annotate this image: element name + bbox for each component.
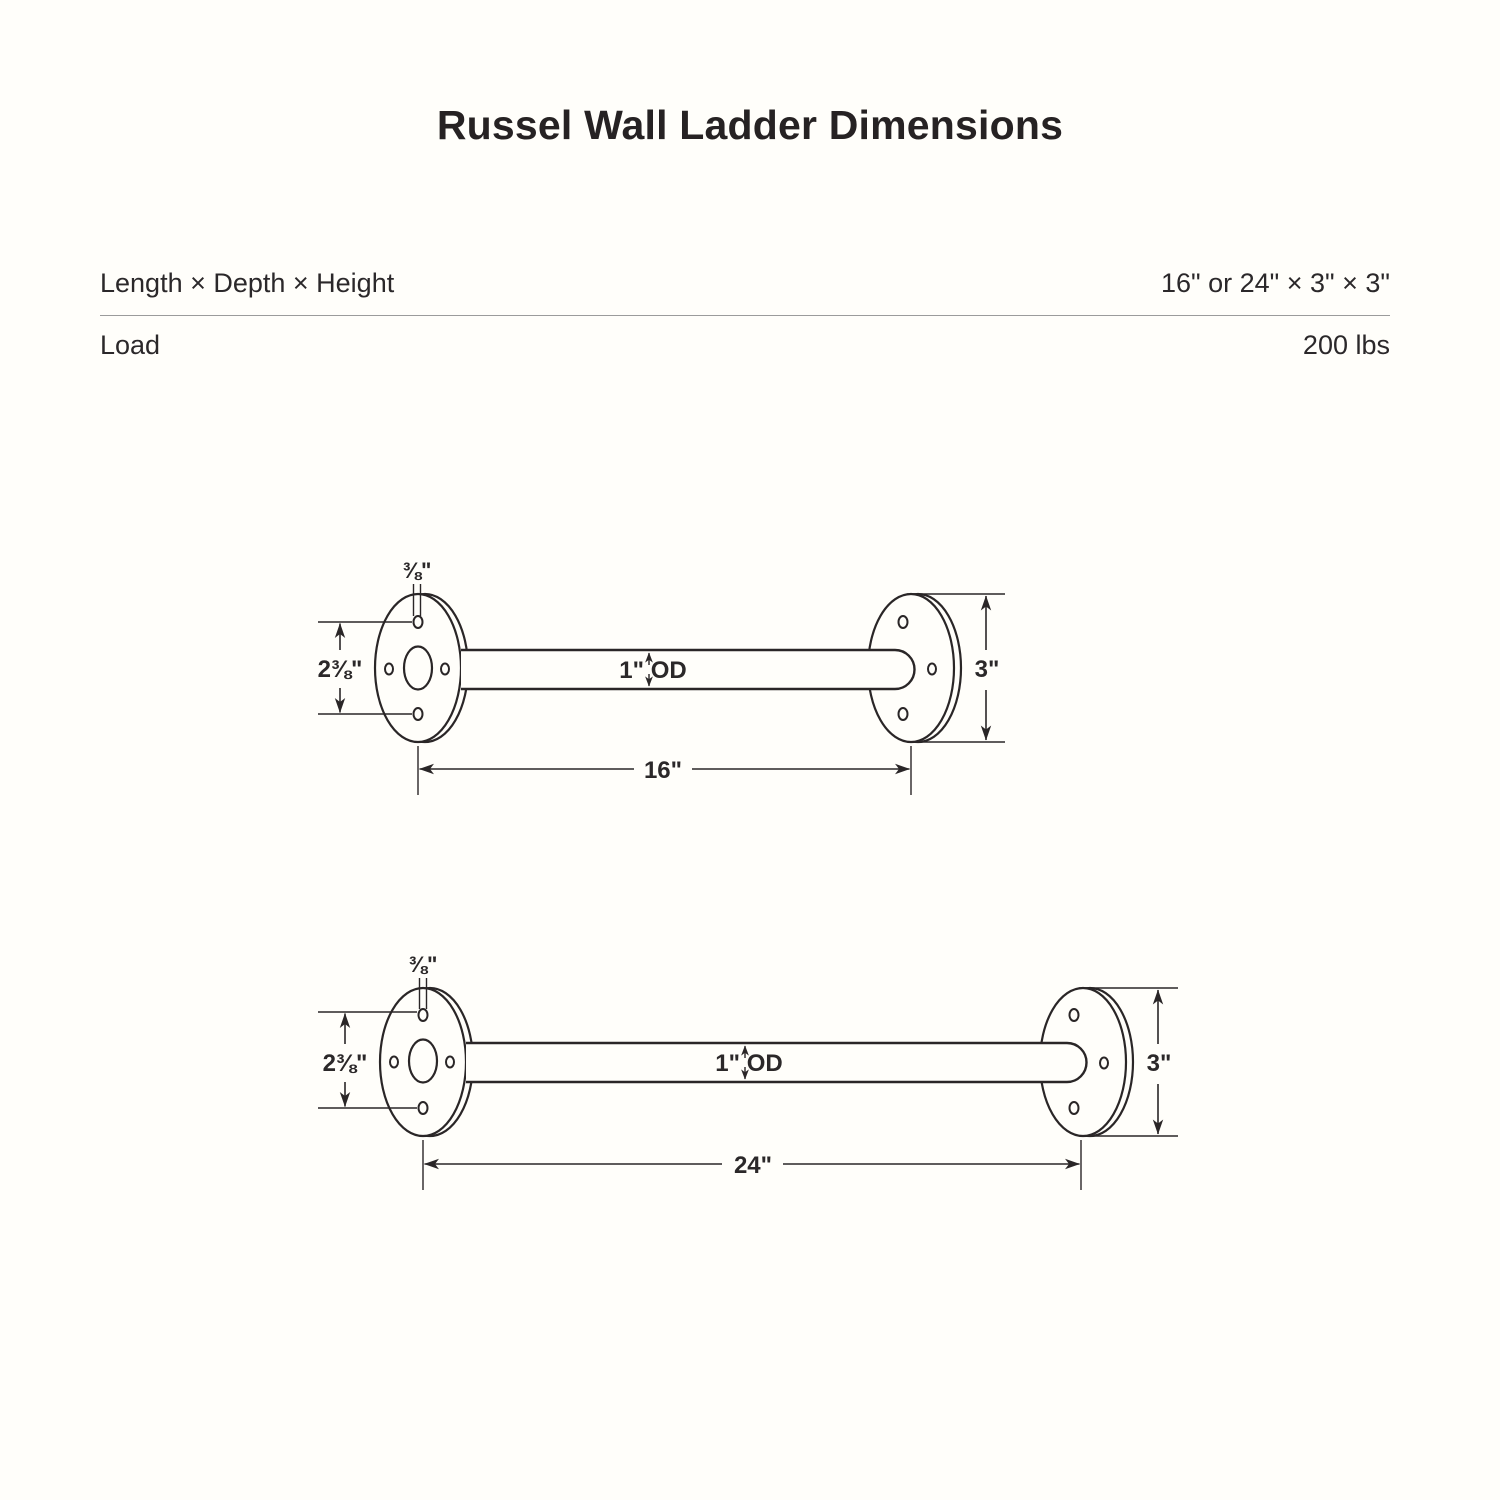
- flange-diameter-label: 3": [1147, 1050, 1172, 1077]
- spec-row-load: Load 200 lbs: [100, 316, 1390, 361]
- screw-hole-top: [1068, 1008, 1080, 1022]
- screw-hole-right: [927, 662, 937, 676]
- tube: [461, 648, 916, 691]
- flange-left: [378, 986, 475, 1138]
- flange-diameter-label: 3": [975, 656, 1000, 683]
- tube-od-callout: 1" OD: [619, 652, 687, 687]
- screw-hole-bottom: [412, 707, 424, 721]
- hole-spacing-dimension: 2⅜": [318, 1011, 417, 1109]
- extension-lines: [422, 1140, 1082, 1190]
- screw-hole-left: [389, 1055, 399, 1069]
- screw-hole-right: [1099, 1056, 1109, 1070]
- center-bore: [407, 1038, 439, 1084]
- page-title: Russel Wall Ladder Dimensions: [436, 102, 1064, 148]
- spec-label-dimensions: Length × Depth × Height: [100, 268, 395, 298]
- length-dimension: 24": [422, 1140, 1082, 1190]
- screw-hole-left: [384, 662, 394, 676]
- center-bore: [402, 645, 434, 691]
- flange-right-holes: [1068, 1008, 1109, 1115]
- hole-diameter-callout: ⅜": [409, 952, 438, 1009]
- diagram-24-inch: ⅜" 2⅜" 1" OD 3": [318, 952, 1178, 1190]
- hole-spacing-label: 2⅜": [318, 656, 363, 683]
- extension-lines: [907, 593, 1005, 743]
- extension-lines: [318, 1011, 417, 1109]
- screw-hole-bottom: [1068, 1101, 1080, 1115]
- tube-od-callout: 1" OD: [715, 1045, 783, 1080]
- extension-lines: [318, 621, 412, 715]
- screw-hole-top: [897, 615, 909, 629]
- hole-spacing-label: 2⅜": [323, 1050, 368, 1077]
- length-dimension: 16": [417, 746, 912, 795]
- spec-row-dimensions: Length × Depth × Height 16" or 24" × 3" …: [100, 268, 1390, 316]
- screw-hole-bottom: [897, 707, 909, 721]
- flange-left: [373, 592, 470, 744]
- hole-diameter-callout: ⅜": [403, 558, 432, 616]
- screw-hole-right: [440, 662, 450, 676]
- leader-lines: [412, 584, 422, 616]
- flange-diameter-dimension: 3": [907, 593, 1005, 743]
- screw-hole-top: [412, 615, 424, 629]
- hole-diameter-label: ⅜": [409, 952, 438, 977]
- spec-value-load: 200 lbs: [1302, 330, 1390, 360]
- screw-hole-bottom: [417, 1101, 429, 1115]
- tube-od-label: 1" OD: [715, 1050, 782, 1077]
- hole-diameter-label: ⅜": [403, 558, 432, 583]
- tube-od-label: 1" OD: [619, 657, 686, 684]
- diagram-16-inch: ⅜" 2⅜" 1" OD 3": [318, 558, 1005, 795]
- screw-hole-right: [445, 1055, 455, 1069]
- leader-lines: [418, 978, 428, 1009]
- hole-spacing-dimension: 2⅜": [318, 621, 412, 715]
- spec-value-dimensions: 16" or 24" × 3" × 3": [1161, 268, 1390, 298]
- spec-label-load: Load: [100, 330, 161, 360]
- length-label: 16": [644, 757, 682, 784]
- length-label: 24": [734, 1152, 772, 1179]
- spec-table: Length × Depth × Height 16" or 24" × 3" …: [100, 268, 1390, 361]
- flange-right-holes: [897, 615, 937, 721]
- tube: [466, 1041, 1088, 1084]
- flange-diameter-dimension: 3": [1079, 987, 1178, 1137]
- screw-hole-top: [417, 1008, 429, 1022]
- extension-lines: [1079, 987, 1178, 1137]
- extension-lines: [417, 746, 912, 795]
